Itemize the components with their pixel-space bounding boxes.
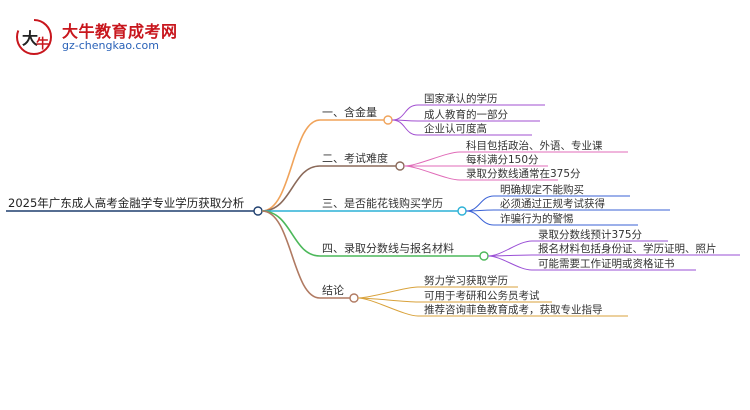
leaf-label: 报名材料包括身份证、学历证明、照片: [538, 242, 717, 255]
branch-label: 四、录取分数线与报名材料: [322, 241, 454, 255]
leaf-connector: [403, 165, 461, 181]
branch-label: 结论: [322, 283, 344, 297]
leaf-connector: [487, 240, 533, 257]
root-topic: 2025年广东成人高考金融学专业学历获取分析: [8, 196, 244, 210]
leaf-connector: [465, 210, 495, 226]
branch-connector: [261, 210, 321, 299]
leaf-label: 必须通过正规考试获得: [500, 197, 605, 210]
leaf-label: 企业认可度高: [424, 122, 487, 135]
branch-label: 二、考试难度: [322, 151, 388, 165]
branch-node: [349, 293, 359, 303]
branch-connector: [261, 210, 321, 257]
branch-connector: [261, 165, 321, 212]
leaf-connector: [357, 297, 419, 317]
leaf-label: 每科满分150分: [466, 153, 539, 166]
leaf-label: 成人教育的一部分: [424, 108, 508, 121]
svg-text:牛: 牛: [36, 36, 49, 52]
branch-node: [383, 115, 393, 125]
leaf-label: 努力学习获取学历: [424, 274, 508, 287]
leaf-label: 明确规定不能购买: [500, 183, 584, 196]
leaf-label: 国家承认的学历: [424, 92, 498, 105]
svg-text:大: 大: [22, 29, 38, 48]
branch-node: [479, 251, 489, 261]
logo-url: gz-chengkao.com: [62, 39, 159, 52]
leaf-label: 可用于考研和公务员考试: [424, 289, 540, 302]
root-node: [253, 206, 263, 216]
leaf-label: 诈骗行为的警惕: [500, 212, 574, 225]
leaf-label: 可能需要工作证明或资格证书: [538, 257, 675, 270]
leaf-connector: [357, 286, 419, 299]
leaf-connector: [391, 119, 419, 136]
ox-logo-icon: 大 牛: [16, 19, 52, 55]
leaf-connector: [487, 255, 533, 271]
branch-node: [457, 206, 467, 216]
leaf-connector: [391, 104, 419, 121]
branch-node: [395, 161, 405, 171]
branch-label: 一、含金量: [322, 105, 377, 119]
leaf-label: 录取分数线通常在375分: [466, 167, 581, 180]
leaf-label: 科目包括政治、外语、专业课: [466, 139, 603, 152]
leaf-connector: [403, 151, 461, 167]
site-logo: 大 牛 大牛教育成考网 gz-chengkao.com: [14, 18, 177, 58]
leaf-connector: [465, 195, 495, 212]
leaf-label: 推荐咨询菲鱼教育成考，获取专业指导: [424, 303, 603, 316]
branch-label: 三、是否能花钱购买学历: [322, 196, 443, 210]
branch-connector: [261, 119, 321, 212]
logo-title: 大牛教育成考网: [62, 22, 178, 41]
leaf-label: 录取分数线预计375分: [538, 228, 643, 241]
